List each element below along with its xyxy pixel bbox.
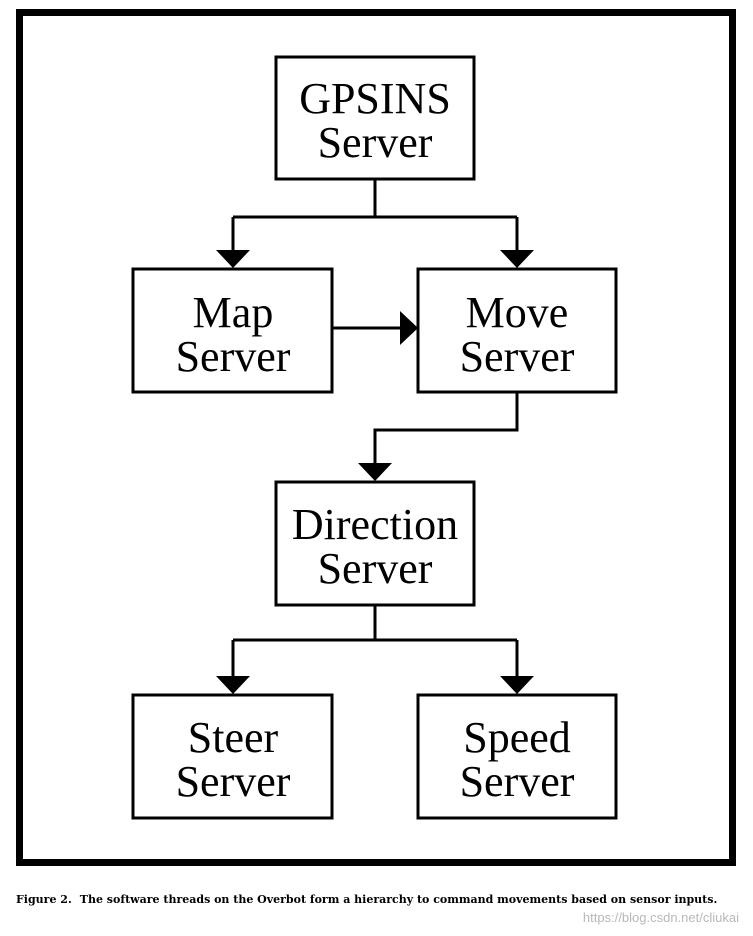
node-move-server: Move Server [416,267,618,394]
edge-move-to-direction [373,393,519,464]
arrowhead-to-speed [500,676,534,694]
arrowhead-to-direction [358,463,392,481]
node-label-line-1: Move [466,288,569,337]
arrowhead-to-steer [216,676,250,694]
figure-caption-text: The software threads on the Overbot form… [79,893,718,906]
figure-label: Figure 2. [16,893,72,906]
figure-caption: Figure 2. The software threads on the Ove… [16,893,741,906]
node-speed-server: Speed Server [416,693,618,820]
node-direction-server: Direction Server [274,480,476,607]
hierarchy-diagram: GPSINS Server Map Server Move Server Dir… [131,55,618,820]
node-gpsins-server: GPSINS Server [274,55,476,181]
arrowhead-to-move [500,250,534,268]
node-label-line-2: Server [176,757,291,806]
node-label-line-2: Server [460,757,575,806]
watermark: https://blog.csdn.net/cliukai [582,910,739,925]
node-label-line-2: Server [176,332,291,381]
node-label-line-2: Server [318,544,433,593]
node-label-line-1: Direction [292,500,458,549]
arrowhead-map-to-move [400,311,418,345]
node-label-line-1: Map [193,288,274,337]
node-steer-server: Steer Server [131,693,334,820]
node-label-line-1: Steer [188,713,279,762]
node-label-line-2: Server [318,118,433,167]
edge-direction-to-steer-and-speed [231,605,519,677]
arrowhead-to-map [216,250,250,268]
node-label-line-1: Speed [463,713,571,762]
node-label-line-2: Server [460,332,575,381]
node-map-server: Map Server [131,267,334,394]
edge-gpsins-to-map-and-move [231,179,519,252]
node-label-line-1: GPSINS [299,74,451,123]
